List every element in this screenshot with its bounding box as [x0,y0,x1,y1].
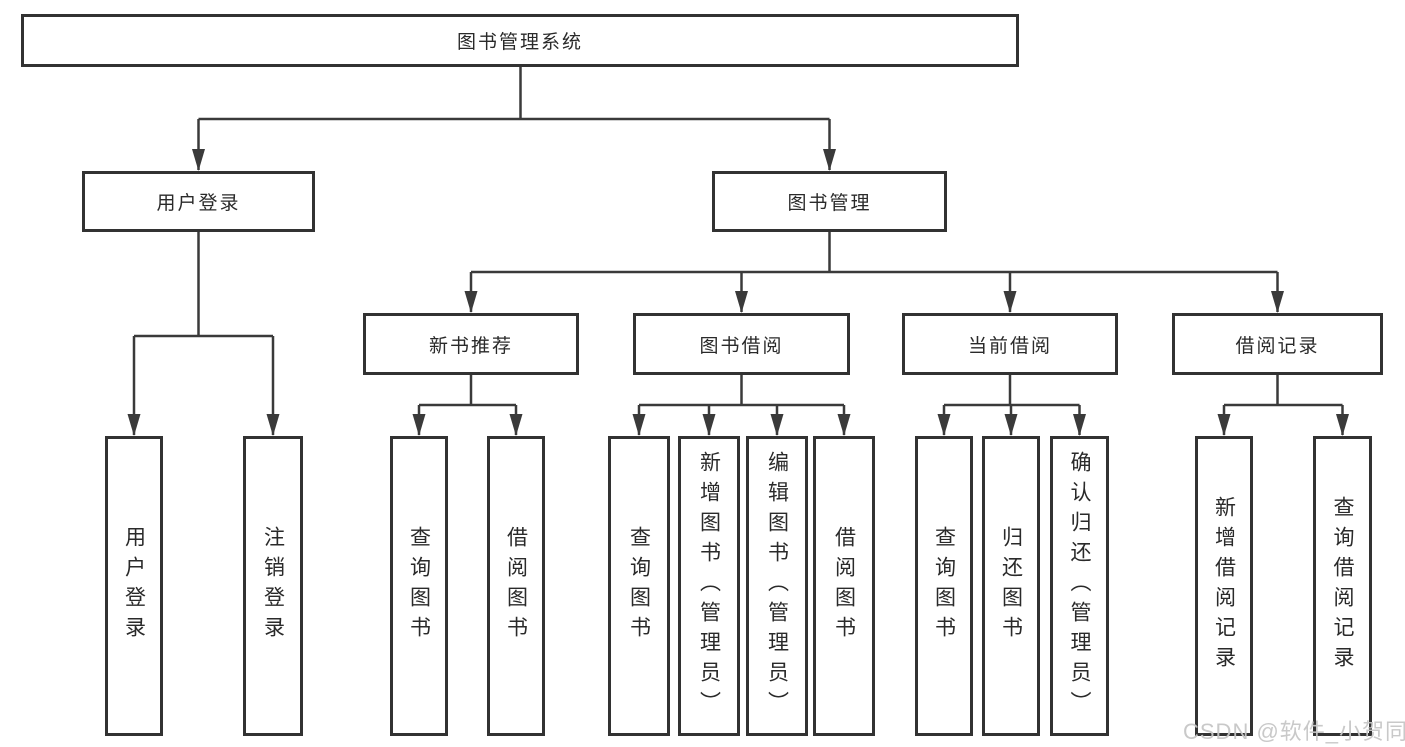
leaf-bb-edit-books-admin-label: 编辑图书（管理员） [765,451,789,721]
node-root: 图书管理系统 [21,14,1019,67]
node-borrow-record: 借阅记录 [1172,313,1383,375]
node-book-management-label: 图书管理 [787,193,872,214]
leaf-br-query-record-label: 查询借阅记录 [1331,496,1354,676]
node-current-borrow: 当前借阅 [902,313,1118,375]
leaf-br-query-record: 查询借阅记录 [1313,436,1372,736]
leaf-bb-add-books-admin: 新增图书（管理员） [678,436,740,736]
node-new-book-recommend-label: 新书推荐 [428,335,513,357]
node-user-login-label: 用户登录 [156,193,241,214]
leaf-user-login-label: 用户登录 [122,526,146,646]
node-current-borrow-label: 当前借阅 [967,335,1052,357]
leaf-nb-borrow-books: 借阅图书 [487,436,545,736]
leaf-nb-query-books: 查询图书 [390,436,448,736]
leaf-bb-query-books: 查询图书 [608,436,670,736]
leaf-cb-return-books: 归还图书 [982,436,1040,736]
connector-userlogin-bus [134,232,273,338]
connector-newbook-bus [419,375,516,407]
leaf-bb-borrow-books-label: 借阅图书 [832,526,856,646]
leaf-cb-query-books: 查询图书 [915,436,973,736]
watermark: CSDN @软件_小贺同学 [1183,719,1405,744]
leaf-logout: 注销登录 [243,436,303,736]
leaf-cb-return-books-label: 归还图书 [999,526,1023,646]
connector-bookmgmt-bus [471,232,1278,274]
node-user-login: 用户登录 [82,171,315,232]
leaf-user-login: 用户登录 [105,436,163,736]
leaf-br-add-record: 新增借阅记录 [1195,436,1253,736]
connector-currentborrow-bus [944,375,1080,407]
connector-root-bus [198,67,830,121]
leaf-bb-edit-books-admin: 编辑图书（管理员） [746,436,808,736]
node-borrow-record-label: 借阅记录 [1235,335,1320,357]
leaf-bb-borrow-books: 借阅图书 [813,436,875,736]
node-book-borrow: 图书借阅 [633,313,850,375]
leaf-cb-confirm-return-admin: 确认归还（管理员） [1050,436,1109,736]
node-book-management: 图书管理 [712,171,947,232]
node-new-book-recommend: 新书推荐 [363,313,579,375]
leaf-bb-query-books-label: 查询图书 [627,526,651,646]
connector-bookborrow-bus [639,375,844,407]
node-book-borrow-label: 图书借阅 [699,335,784,357]
leaf-br-add-record-label: 新增借阅记录 [1212,496,1236,676]
leaf-nb-query-books-label: 查询图书 [407,526,431,646]
leaf-nb-borrow-books-label: 借阅图书 [504,526,528,646]
leaf-cb-query-books-label: 查询图书 [932,526,956,646]
connector-borrowrecord-bus [1224,375,1343,407]
leaf-cb-confirm-return-admin-label: 确认归还（管理员） [1068,451,1091,721]
leaf-bb-add-books-admin-label: 新增图书（管理员） [697,451,721,721]
leaf-logout-label: 注销登录 [261,526,285,646]
node-root-label: 图书管理系统 [456,32,583,53]
